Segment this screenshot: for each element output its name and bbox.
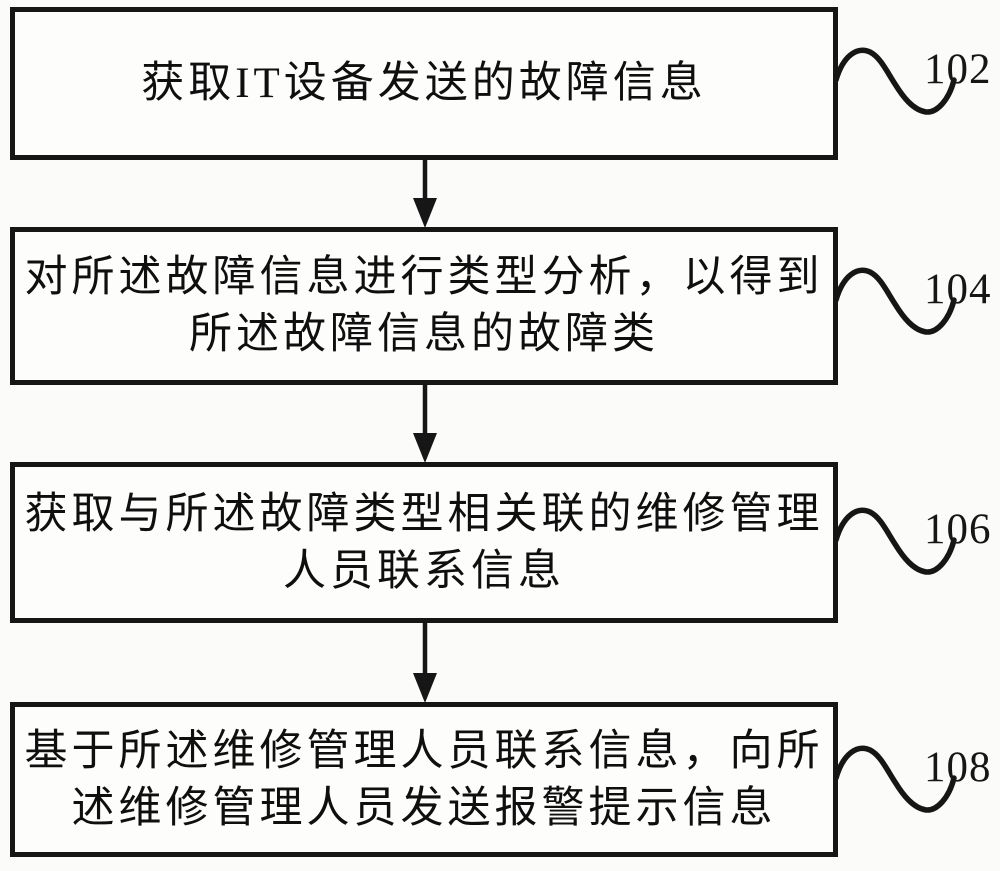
ref-label-104: 104 [924,266,992,313]
flow-step-text: 述维修管理人员发送报警提示信息 [71,784,777,832]
flow-step-box-104: 对所述故障信息进行类型分析，以得到 所述故障信息的故障类 [10,227,838,385]
flow-step-text: 人员联系信息 [283,547,565,595]
wavy-connector-102 [833,47,957,115]
ref-label-106: 106 [924,506,992,553]
down-arrow-icon [413,623,437,703]
ref-label-108: 108 [924,744,992,791]
flow-step-text: 获取与所述故障类型相关联的维修管理 [24,490,824,538]
wavy-connector-108 [833,745,957,813]
wavy-connector-106 [833,507,957,575]
ref-label-102: 102 [924,46,992,93]
flow-step-box-102: 获取IT设备发送的故障信息 [10,7,838,160]
flow-step-text: 获取IT设备发送的故障信息 [141,60,707,107]
wavy-connector-104 [833,267,957,335]
down-arrow-icon [413,385,437,463]
flow-step-text: 所述故障信息的故障类 [189,311,659,358]
flow-step-text: 基于所述维修管理人员联系信息，向所 [24,727,824,775]
flow-step-box-106: 获取与所述故障类型相关联的维修管理 人员联系信息 [10,462,838,623]
flow-step-text: 对所述故障信息进行类型分析，以得到 [24,254,824,301]
flow-step-box-108: 基于所述维修管理人员联系信息，向所 述维修管理人员发送报警提示信息 [10,702,838,857]
down-arrow-icon [413,160,437,228]
